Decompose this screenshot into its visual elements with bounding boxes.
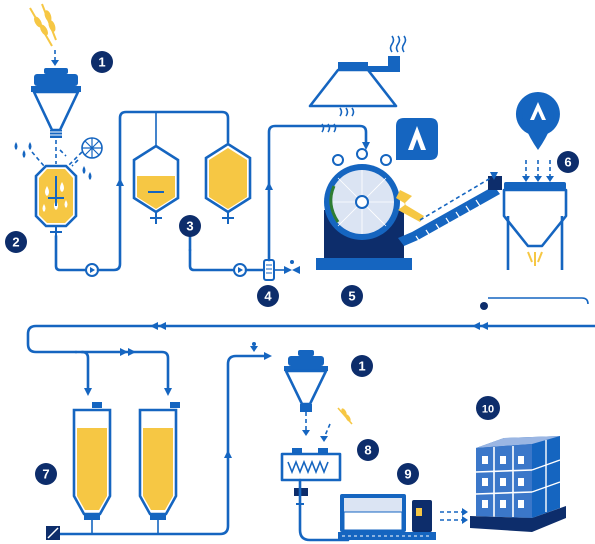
hopper-icon: [31, 68, 81, 138]
step-number: 2: [12, 235, 19, 250]
storage-tank-icon: [204, 142, 252, 224]
step-badge: 8: [357, 439, 379, 461]
packing-machine-icon: [338, 494, 436, 540]
valve-icon: [46, 526, 60, 540]
step-badge: 3: [179, 215, 201, 237]
enzyme-wheel-icon: [81, 137, 103, 159]
grain-stalks-icon: [337, 407, 353, 425]
screw-conveyor-icon: [398, 176, 502, 246]
flow-meter-icon: [263, 259, 275, 281]
exhaust-hood-icon: [308, 56, 400, 108]
valve-icon: [284, 260, 300, 274]
step-badge: 10: [476, 396, 500, 420]
step-badge: 1: [91, 51, 113, 73]
step-badge: 5: [341, 285, 363, 307]
pallet-of-boxes-icon: [470, 436, 566, 532]
mixing-tank-icon: [34, 164, 78, 236]
step-badge: 1: [351, 355, 373, 377]
grain-stalks-icon: [29, 3, 57, 47]
silo-icon: [138, 402, 180, 520]
brand-logo-pin-icon: [396, 118, 438, 160]
step-badge: 4: [257, 285, 279, 307]
feed-arrow: [51, 60, 59, 66]
step-badge: 9: [397, 463, 419, 485]
step-number: 3: [186, 219, 193, 234]
valve-icon: [480, 302, 488, 310]
silo-icon: [72, 402, 112, 520]
storage-tank-icon: [132, 144, 180, 224]
drum-dryer-icon: [316, 148, 424, 270]
step-number: 4: [264, 289, 272, 304]
step-number: 8: [364, 443, 371, 458]
step-number: 1: [98, 55, 105, 70]
step-number: 5: [348, 289, 355, 304]
cyclone-icon: [502, 160, 568, 270]
step-badge: 6: [557, 151, 579, 173]
step-badge: 2: [5, 231, 27, 253]
pump-icon: [233, 263, 247, 277]
step-number: 7: [42, 467, 49, 482]
brand-logo-pin-icon: [515, 92, 560, 150]
water-drops-icon: [14, 142, 32, 158]
step-number: 6: [564, 155, 571, 170]
step-number: 9: [404, 467, 411, 482]
hopper-icon: [284, 350, 328, 412]
step-badge: 7: [35, 463, 57, 485]
step-number: 1: [358, 359, 365, 374]
pump-icon: [85, 263, 99, 277]
steam-icon: [321, 35, 407, 133]
step-number: 10: [482, 404, 494, 416]
mill-icon: [280, 448, 342, 496]
